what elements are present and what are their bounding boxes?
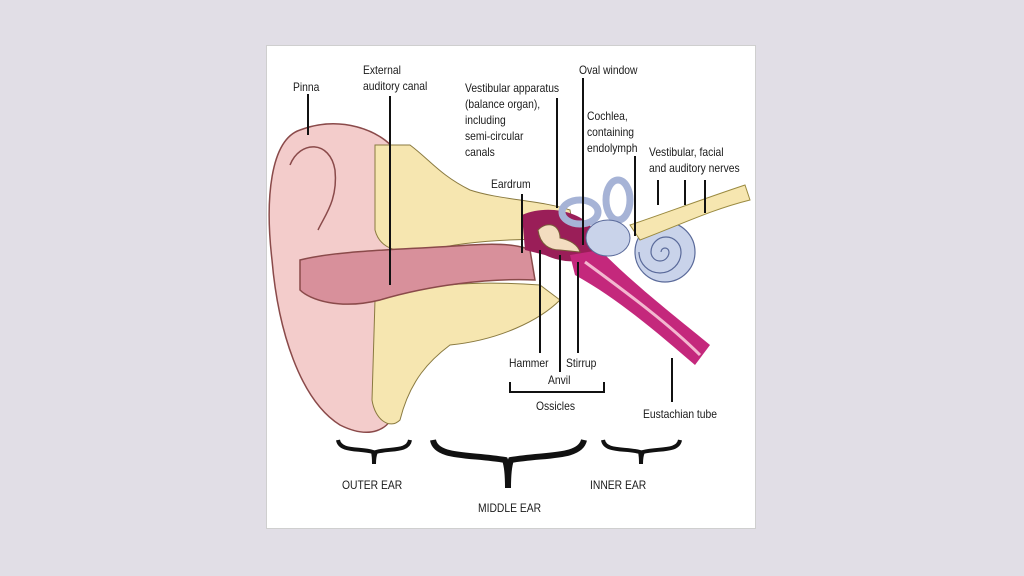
label-oval-window: Oval window	[579, 63, 638, 77]
eustachian-tube	[570, 250, 710, 365]
temporal-bone-lower	[371, 282, 561, 425]
semicircular-canal	[558, 196, 602, 228]
label-line: External	[363, 63, 401, 77]
label-line: auditory canal	[363, 79, 428, 93]
ossicles-shape	[537, 224, 581, 253]
vestibule	[585, 219, 631, 257]
label-line: Vestibular, facial	[649, 145, 724, 159]
label-line: and auditory nerves	[649, 161, 740, 175]
label-pinna: Pinna	[293, 80, 320, 94]
label-line: Cochlea,	[587, 109, 628, 123]
inner-ear-brace	[601, 439, 682, 465]
label-stirrup: Stirrup	[566, 356, 597, 370]
auditory-canal	[299, 243, 536, 305]
label-line: containing	[587, 125, 635, 139]
label-nerves: Vestibular, facial and auditory nerves	[649, 144, 740, 176]
label-eardrum: Eardrum	[491, 177, 531, 191]
label-middle-ear: MIDDLE EAR	[478, 501, 542, 515]
label-anvil: Anvil	[548, 373, 571, 387]
label-hammer: Hammer	[509, 356, 549, 370]
outer-ear-brace	[336, 439, 412, 465]
label-line: semi-circular	[465, 129, 524, 143]
label-eustachian-tube: Eustachian tube	[643, 407, 718, 421]
label-vestibular-apparatus: Vestibular apparatus (balance organ), in…	[465, 80, 559, 160]
label-line: canals	[465, 145, 495, 159]
label-outer-ear: OUTER EAR	[342, 478, 403, 492]
label-line: including	[465, 113, 506, 127]
label-line: endolymph	[587, 141, 638, 155]
nerves-shape	[629, 184, 751, 241]
pinna-fold	[289, 146, 337, 231]
region-braces	[336, 438, 682, 489]
middle-ear-brace	[430, 438, 587, 489]
label-cochlea: Cochlea, containing endolymph	[587, 108, 637, 156]
label-line: (balance organ),	[465, 97, 541, 111]
cochlea-spiral	[638, 236, 682, 274]
label-line: Vestibular apparatus	[465, 81, 560, 95]
label-external-auditory-canal: External auditory canal	[363, 62, 427, 94]
leader-lines	[307, 78, 706, 402]
label-inner-ear: INNER EAR	[590, 478, 647, 492]
label-ossicles: Ossicles	[536, 399, 575, 413]
